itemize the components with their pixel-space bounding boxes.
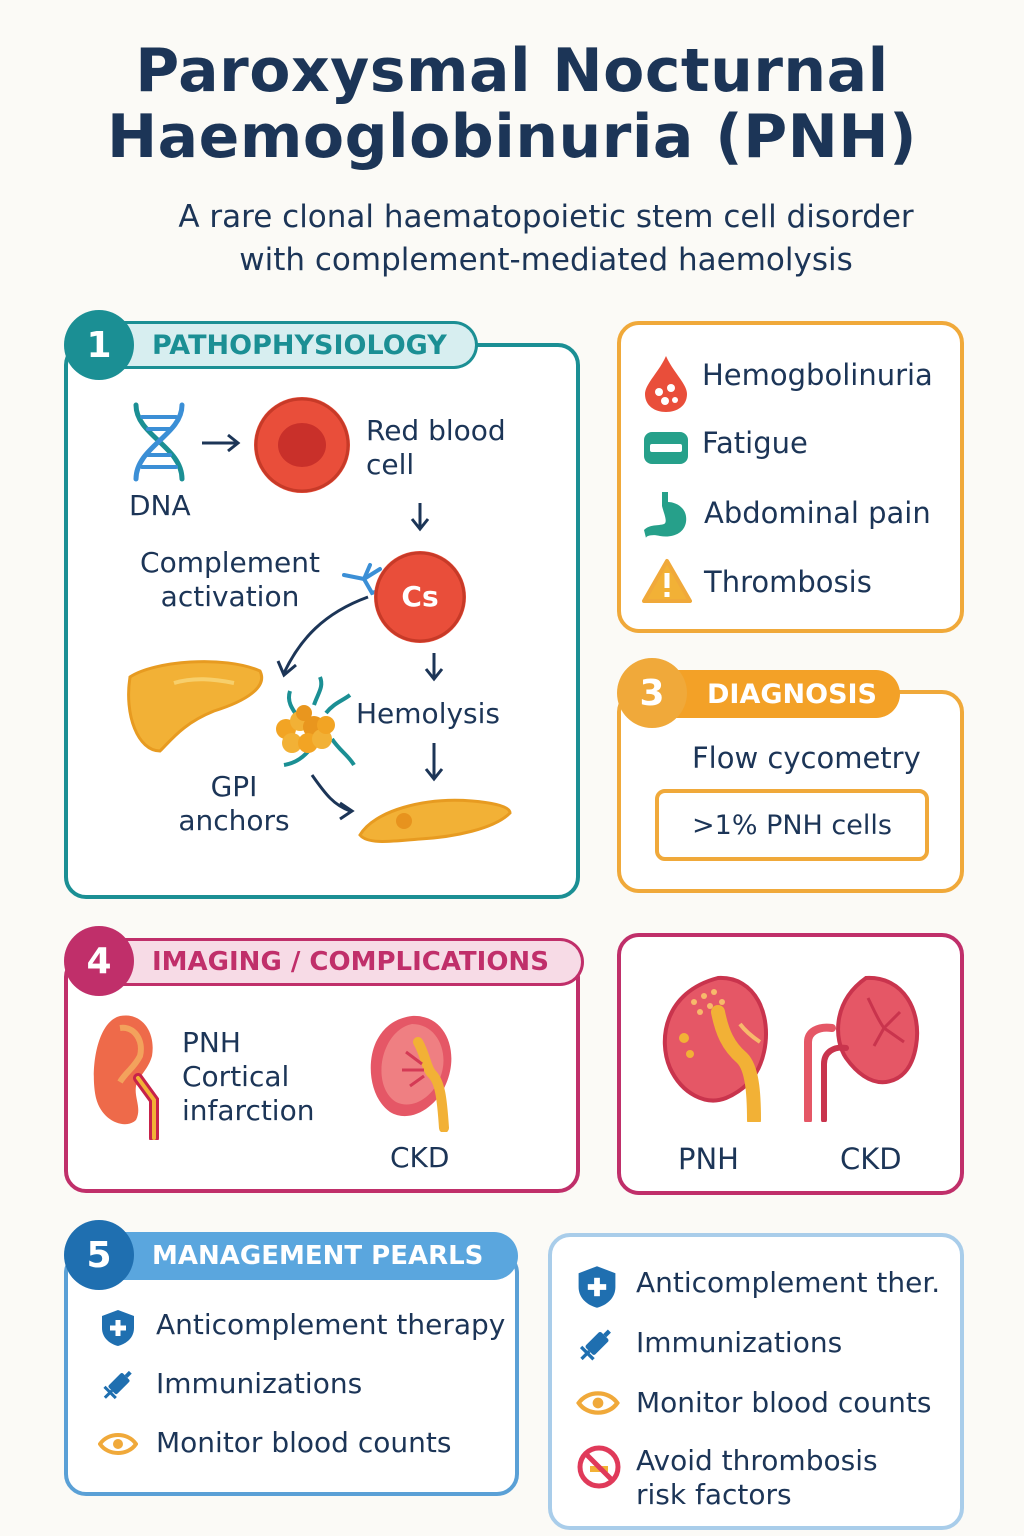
blood-drop-icon xyxy=(645,356,687,412)
kidney-infarction-icon xyxy=(93,1015,159,1140)
complement-label-line-2: activation xyxy=(160,580,300,613)
section-1-heading: PATHOPHYSIOLOGY xyxy=(100,321,478,369)
section-5-number: 5 xyxy=(64,1220,134,1290)
complement-label: Complement activation xyxy=(130,546,330,614)
gpi-anchor-cluster-icon xyxy=(276,676,356,767)
no-smoking-icon xyxy=(577,1445,621,1489)
imaging-pnh-line-3: infarction xyxy=(182,1094,315,1127)
symptom-hemoglobinuria: Hemogbolinuria xyxy=(702,358,933,392)
diagnosis-method: Flow cycometry xyxy=(692,741,921,775)
page-subtitle: A rare clonal haematopoietic stem cell d… xyxy=(0,196,1024,282)
gpi-label-line-2: anchors xyxy=(178,804,290,837)
diagnosis-threshold-box: >1% PNH cells xyxy=(655,789,929,861)
rbc-label: Red blood cell xyxy=(366,414,506,482)
gpi-label: GPI anchors xyxy=(164,770,304,838)
symptom-abdominal-pain: Abdominal pain xyxy=(704,496,931,530)
management-extra-panel xyxy=(548,1233,964,1530)
gpi-label-line-1: GPI xyxy=(210,770,258,803)
management-extra-avoid: Avoid thrombosis risk factors xyxy=(636,1444,878,1512)
warning-icon xyxy=(642,559,692,603)
imaging-pnh-line-2: Cortical xyxy=(182,1060,290,1093)
shield-plus-icon xyxy=(578,1266,616,1308)
arrow-down-icon xyxy=(410,503,430,532)
dna-icon xyxy=(133,402,185,482)
stomach-icon xyxy=(644,492,687,538)
subtitle-line-1: A rare clonal haematopoietic stem cell d… xyxy=(178,199,914,235)
symptom-thrombosis: Thrombosis xyxy=(704,565,872,599)
rbc-label-line-1: Red blood xyxy=(366,414,506,447)
lysed-cell-icon xyxy=(358,798,512,843)
title-line-1: Paroxysmal Nocturnal xyxy=(135,36,889,106)
imaging-pnh-line-1: PNH xyxy=(182,1026,241,1059)
battery-low-icon xyxy=(644,432,688,464)
pathophysiology-diagram xyxy=(127,397,512,843)
management-item-3: Monitor blood counts xyxy=(156,1426,452,1459)
management-item-2: Immunizations xyxy=(156,1367,363,1400)
subtitle-line-2: with complement-mediated haemolysis xyxy=(239,242,853,278)
liver-icon xyxy=(127,660,264,753)
title-line-2: Haemoglobinuria (PNH) xyxy=(106,102,918,172)
syringe-icon xyxy=(103,1370,132,1400)
eye-icon xyxy=(576,1391,620,1415)
kidney-ckd-icon xyxy=(370,1015,452,1132)
section-3-heading: DIAGNOSIS xyxy=(655,670,900,718)
section-4-number: 4 xyxy=(64,926,134,996)
kidney-compare-ckd-label: CKD xyxy=(840,1142,902,1176)
section-1-number: 1 xyxy=(64,310,134,380)
eye-icon xyxy=(98,1433,138,1455)
red-blood-cell-icon xyxy=(254,397,350,493)
management-extra-item-1: Anticomplement ther. xyxy=(636,1266,941,1299)
diagnosis-threshold: >1% PNH cells xyxy=(692,809,892,841)
symptom-fatigue: Fatigue xyxy=(702,426,808,460)
rbc-label-line-2: cell xyxy=(366,448,415,481)
avoid-line-1: Avoid thrombosis xyxy=(636,1444,878,1477)
dna-label: DNA xyxy=(129,489,191,522)
avoid-line-2: risk factors xyxy=(636,1478,792,1511)
section-5-heading: MANAGEMENT PEARLS xyxy=(100,1232,518,1280)
arrow-down-icon xyxy=(424,653,444,682)
complement-label-line-1: Complement xyxy=(140,546,320,579)
imaging-pnh-label: PNH Cortical infarction xyxy=(182,1026,314,1128)
hemolysis-label: Hemolysis xyxy=(356,697,500,730)
management-panel xyxy=(64,1251,519,1496)
syringe-icon xyxy=(579,1329,611,1361)
kidney-pnh-icon xyxy=(662,975,768,1122)
kidney-compare-pnh-label: PNH xyxy=(678,1142,739,1176)
arrow-down-icon xyxy=(424,743,444,782)
cs-label: Cs xyxy=(401,580,439,613)
curved-arrow-icon xyxy=(276,595,369,678)
management-extra-item-2: Immunizations xyxy=(636,1326,843,1359)
arrow-right-icon xyxy=(202,433,241,453)
imaging-ckd-label: CKD xyxy=(390,1141,450,1174)
cs-cell-icon xyxy=(374,551,466,643)
management-extra-item-3: Monitor blood counts xyxy=(636,1386,932,1419)
kidney-ckd-compare-icon xyxy=(804,975,920,1122)
shield-plus-icon xyxy=(102,1310,134,1346)
curved-arrow-icon xyxy=(310,774,355,821)
section-4-heading: IMAGING / COMPLICATIONS xyxy=(100,938,584,986)
section-3-number: 3 xyxy=(617,658,687,728)
management-item-1: Anticomplement therapy xyxy=(156,1308,506,1341)
page-title: Paroxysmal Nocturnal Haemoglobinuria (PN… xyxy=(0,38,1024,170)
